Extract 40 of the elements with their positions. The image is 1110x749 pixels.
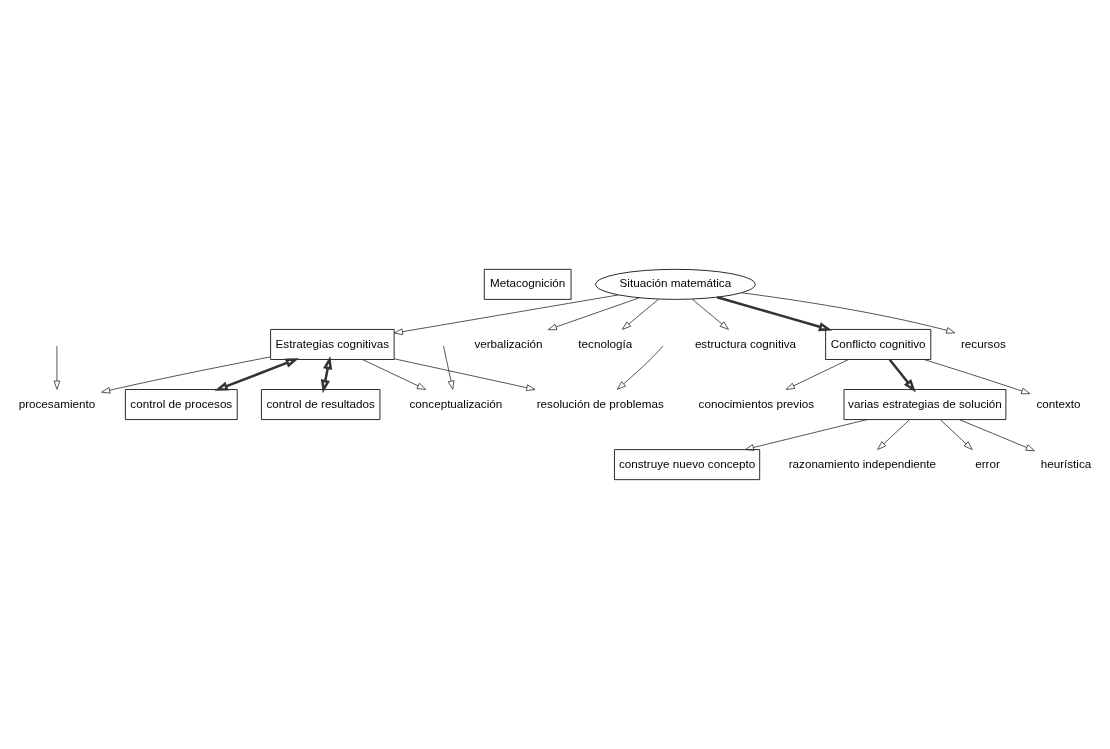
node-box: control de resultados [261, 389, 381, 420]
node-ellipse: Situación matemática [595, 268, 756, 300]
arrow [959, 419, 1035, 452]
node-box: construye nuevo concepto [614, 449, 761, 481]
node-text: estructura cognitiva [694, 336, 797, 350]
node-text: tecnología [578, 336, 633, 350]
arrow [362, 359, 427, 390]
node-text: recursos [960, 336, 1006, 350]
node-text: conceptualización [409, 396, 503, 410]
arrow [214, 358, 299, 391]
arrow [744, 419, 868, 451]
node-text: conocimientos previos [698, 396, 815, 410]
arrow [785, 359, 849, 390]
arrow [691, 298, 729, 330]
arrow [443, 345, 455, 390]
arrow [888, 358, 916, 393]
arrow [616, 345, 664, 390]
node-text: procesamiento [18, 396, 96, 410]
arrow [393, 294, 619, 335]
node-text: heurística [1040, 456, 1092, 470]
node-box: Metacognición [483, 268, 572, 300]
arrow [393, 358, 536, 391]
node-text: contexto [1036, 396, 1081, 410]
arrow [53, 345, 61, 390]
node-box: control de procesos [124, 389, 238, 420]
arrow [547, 297, 640, 331]
node-text: razonamiento independiente [788, 456, 936, 470]
node-box: Conflicto cognitivo [825, 329, 932, 360]
arrow [877, 419, 910, 450]
node-box: Estrategias cognitivas [270, 329, 395, 360]
arrow [741, 292, 956, 334]
arrow [101, 356, 271, 394]
arrow [716, 296, 833, 332]
arrow [923, 359, 1031, 395]
node-box: varias estrategias de solución [843, 389, 1007, 420]
node-text: verbalización [474, 336, 543, 350]
node-text: error [975, 456, 1000, 470]
arrow [940, 419, 973, 450]
node-text: resolución de problemas [536, 396, 664, 410]
arrow [621, 298, 659, 330]
